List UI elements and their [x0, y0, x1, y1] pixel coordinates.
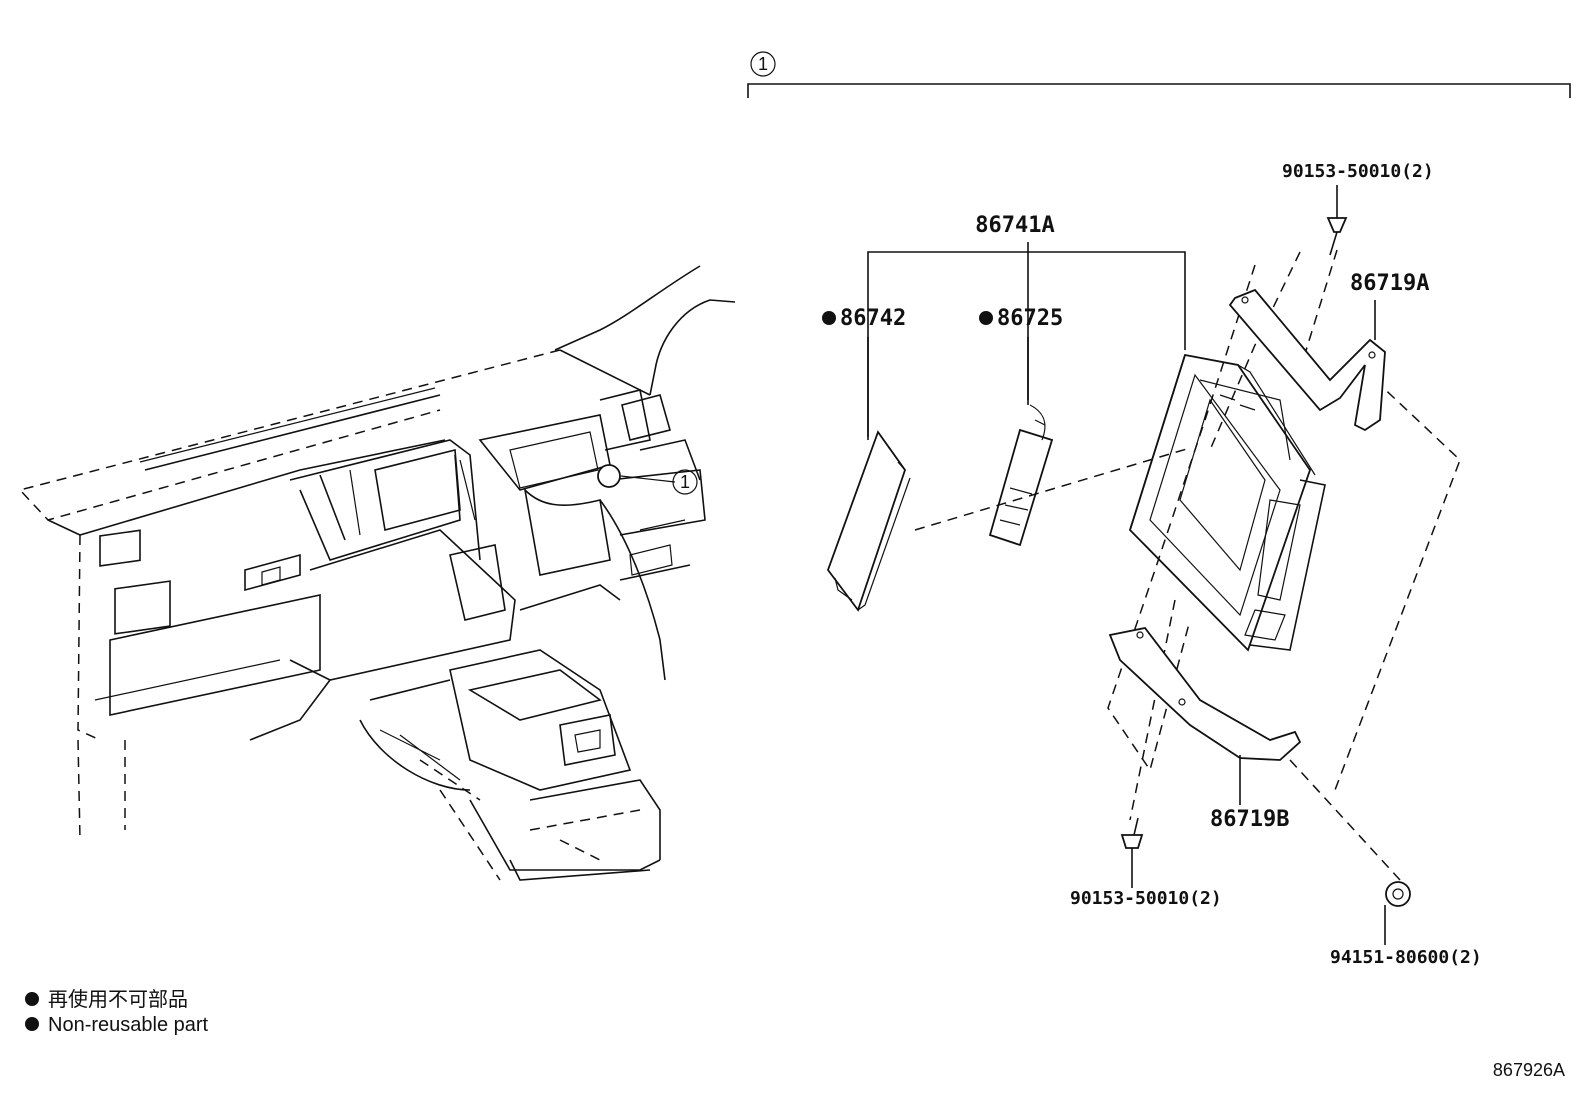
- screw-top-label: 90153-50010(2): [1282, 161, 1434, 182]
- legend-bullet-en: [25, 1017, 39, 1031]
- clip: 94151-80600(2): [1330, 881, 1482, 968]
- assembly-bracket: 1: [747, 51, 1571, 98]
- legend: 再使用不可部品 Non-reusable part: [25, 988, 209, 1036]
- legend-jp: 再使用不可部品: [48, 988, 188, 1011]
- part-86742: 86742: [822, 306, 911, 612]
- screw-bottom-label: 90153-50010(2): [1070, 888, 1222, 909]
- non-reusable-bullet-2: [979, 311, 993, 325]
- main-unit: [1128, 353, 1326, 652]
- part-86725: 86725: [979, 306, 1063, 547]
- dashboard-illustration: 1: [18, 265, 736, 881]
- part-86742-label: 86742: [840, 306, 906, 331]
- part-86719B-label: 86719B: [1210, 807, 1289, 832]
- figure-code: 867926A: [1493, 1060, 1565, 1080]
- inset-ref-number: 1: [680, 472, 690, 492]
- clip-label: 94151-80600(2): [1330, 947, 1482, 968]
- part-86719A-label: 86719A: [1350, 271, 1429, 296]
- legend-bullet-jp: [25, 992, 39, 1006]
- part-86741A-label: 86741A: [975, 213, 1054, 238]
- part-86719A: 86719A: [1228, 271, 1429, 432]
- assembly-ref-number: 1: [758, 54, 768, 74]
- non-reusable-bullet: [822, 311, 836, 325]
- part-86725-label: 86725: [997, 306, 1063, 331]
- legend-en: Non-reusable part: [48, 1014, 209, 1036]
- screw-top: 90153-50010(2): [1282, 161, 1434, 256]
- part-86719B: 86719B: [1108, 627, 1302, 832]
- screw-bottom: 90153-50010(2): [1070, 817, 1222, 909]
